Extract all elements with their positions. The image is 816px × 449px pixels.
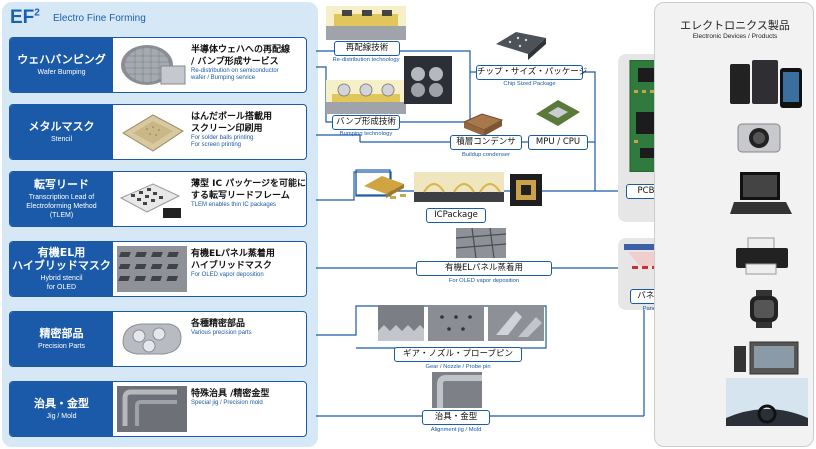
jig-caption: Alignment jig / Mold [430, 427, 482, 433]
row-desc-en: Various precision parts [191, 330, 252, 336]
mpu-image [536, 100, 580, 126]
row-title-jp: 治具・金型 [34, 397, 89, 410]
brand-logo: EF2 [10, 7, 40, 29]
probe-pin-image [488, 305, 544, 341]
oled-mask-image [117, 246, 187, 292]
row-desc-jp: 各種精密部品 [191, 319, 246, 329]
row-desc: 半導体ウェハへの再配線 / バンプ形成サービス Re-distribution … [191, 44, 306, 82]
row-desc-en: Re-distribution on semiconductor wafer /… [191, 68, 279, 81]
printer-icon [736, 237, 788, 275]
row-desc: はんだボール搭載用 スクリーン印刷用 For solder balls prin… [191, 111, 306, 149]
jig-mold-image [117, 386, 187, 432]
laptop-icon [730, 172, 792, 214]
row-desc-jp: 薄型 IC パッケージを可能に する転写リードフレーム [191, 179, 307, 201]
products-title: エレクトロニクス製品 [680, 19, 790, 32]
panel-caption: Panel [642, 306, 658, 312]
lead-frame-image [119, 183, 181, 218]
redistribution-label[interactable]: 再配線技術 [334, 41, 400, 56]
jig-label[interactable]: 治具・金型 [422, 410, 490, 425]
ic-package-image-1 [364, 176, 406, 199]
csp-caption: Chip Sized Package [503, 81, 556, 87]
row-title-jp: 有機EL用 ハイブリッドマスク [12, 246, 111, 272]
row-desc-jp: はんだボール搭載用 スクリーン印刷用 [191, 112, 273, 134]
row-desc-en: Special jig / Precision mold [191, 400, 263, 406]
buildup-caption: Buildup condenser [461, 152, 511, 158]
buildup-label[interactable]: 積層コンデンサ [450, 135, 522, 150]
products-subtitle: Electronic Devices / Products [692, 33, 778, 40]
row-title-jp: ウェハバンピング [17, 53, 106, 66]
gear-image [378, 305, 424, 341]
row-title: ウェハバンピング Wafer Bumping [10, 38, 113, 92]
stencil-image [122, 114, 184, 152]
row-title: 転写リード Transcription Lead of Electroformi… [10, 172, 113, 226]
row-title-en: Transcription Lead of Electroforming Met… [26, 194, 97, 219]
car-dashboard-icon [726, 378, 808, 426]
row-desc: 各種精密部品 Various precision parts [191, 318, 306, 337]
row-desc-jp: 有機ELパネル蒸着用 ハイブリッドマスク [191, 249, 275, 271]
precision-parts-image [117, 316, 187, 362]
smartwatch-icon [750, 290, 778, 328]
row-title: メタルマスク Stencil [10, 105, 113, 159]
row-title-en: Precision Parts [37, 343, 86, 350]
smartphone-tablet-icon [730, 60, 802, 108]
camera-icon [737, 123, 781, 153]
bump-photo [404, 56, 452, 104]
row-title-en: Hybrid stencil for OLED [40, 275, 83, 291]
brand-subtitle: Electro Fine Forming [53, 13, 146, 24]
wafer-image [117, 42, 187, 88]
row-title-en: Stencil [50, 136, 72, 143]
bumping-caption: Bumping technology [339, 131, 393, 137]
row-desc-en: For OLED vapor deposition [191, 272, 264, 278]
row-tlem[interactable]: 転写リード Transcription Lead of Electroformi… [9, 171, 307, 227]
brand-logo-sup: 2 [34, 7, 40, 19]
row-title-jp: 精密部品 [39, 327, 84, 340]
row-wafer-bumping[interactable]: ウェハバンピング Wafer Bumping 半導体ウェハへの再配線 / バンプ… [9, 37, 307, 93]
car-electronics-icon [734, 341, 799, 375]
row-desc: 特殊治具 /精密金型 Special jig / Precision mold [191, 388, 306, 407]
oled-caption: For OLED vapor deposition [448, 278, 520, 284]
redistribution-image [326, 6, 406, 40]
row-title-jp: メタルマスク [28, 120, 95, 133]
icpackage-label[interactable]: ICPackage [426, 208, 486, 223]
row-desc-jp: 特殊治具 /精密金型 [191, 389, 270, 399]
alignment-jig-image [432, 372, 482, 408]
row-desc-jp: 半導体ウェハへの再配線 / バンプ形成サービス [191, 45, 291, 67]
row-title-en: Jig / Mold [46, 413, 77, 420]
buildup-condenser-image [462, 113, 504, 136]
row-precision-parts[interactable]: 精密部品 Precision Parts 各種精密部品 Various prec… [9, 311, 307, 367]
oled-mask-small-image [456, 228, 506, 258]
mpu-label[interactable]: MPU / CPU [528, 135, 588, 150]
bumping-image [326, 80, 406, 114]
row-desc: 有機ELパネル蒸着用 ハイブリッドマスク For OLED vapor depo… [191, 248, 306, 279]
row-title: 精密部品 Precision Parts [10, 312, 113, 366]
row-title: 有機EL用 ハイブリッドマスク Hybrid stencil for OLED [10, 242, 113, 296]
csp-label[interactable]: チップ・サイズ・パッケージ [476, 65, 587, 80]
row-desc: 薄型 IC パッケージを可能に する転写リードフレーム TLEM enables… [191, 178, 307, 209]
row-jig-mold[interactable]: 治具・金型 Jig / Mold 特殊治具 /精密金型 Special jig … [9, 381, 307, 437]
row-title-jp: 転写リード [34, 178, 89, 191]
row-oled-mask[interactable]: 有機EL用 ハイブリッドマスク Hybrid stencil for OLED … [9, 241, 307, 297]
ic-package-image-2 [414, 172, 504, 202]
row-desc-en: For solder balls printing For screen pri… [191, 135, 254, 148]
gear-caption: Gear / Nozzle / Probe pin [425, 364, 491, 370]
nozzle-image [428, 305, 484, 341]
gear-label[interactable]: ギア・ノズル・プローブピン [394, 347, 522, 362]
row-desc-en: TLEM enables thin IC packages [191, 202, 277, 208]
ic-package-image-3 [510, 174, 542, 206]
oled-label[interactable]: 有機ELパネル蒸着用 [416, 261, 552, 276]
row-title: 治具・金型 Jig / Mold [10, 382, 113, 436]
csp-image [496, 32, 546, 60]
brand-logo-text: EF [10, 7, 35, 28]
row-title-en: Wafer Bumping [37, 69, 86, 76]
redistribution-caption: Re-distribution technology [332, 57, 400, 63]
bumping-label[interactable]: バンプ形成技術 [332, 115, 400, 130]
row-metal-mask[interactable]: メタルマスク Stencil はんだボール搭載用 スクリーン印刷用 For so… [9, 104, 307, 160]
